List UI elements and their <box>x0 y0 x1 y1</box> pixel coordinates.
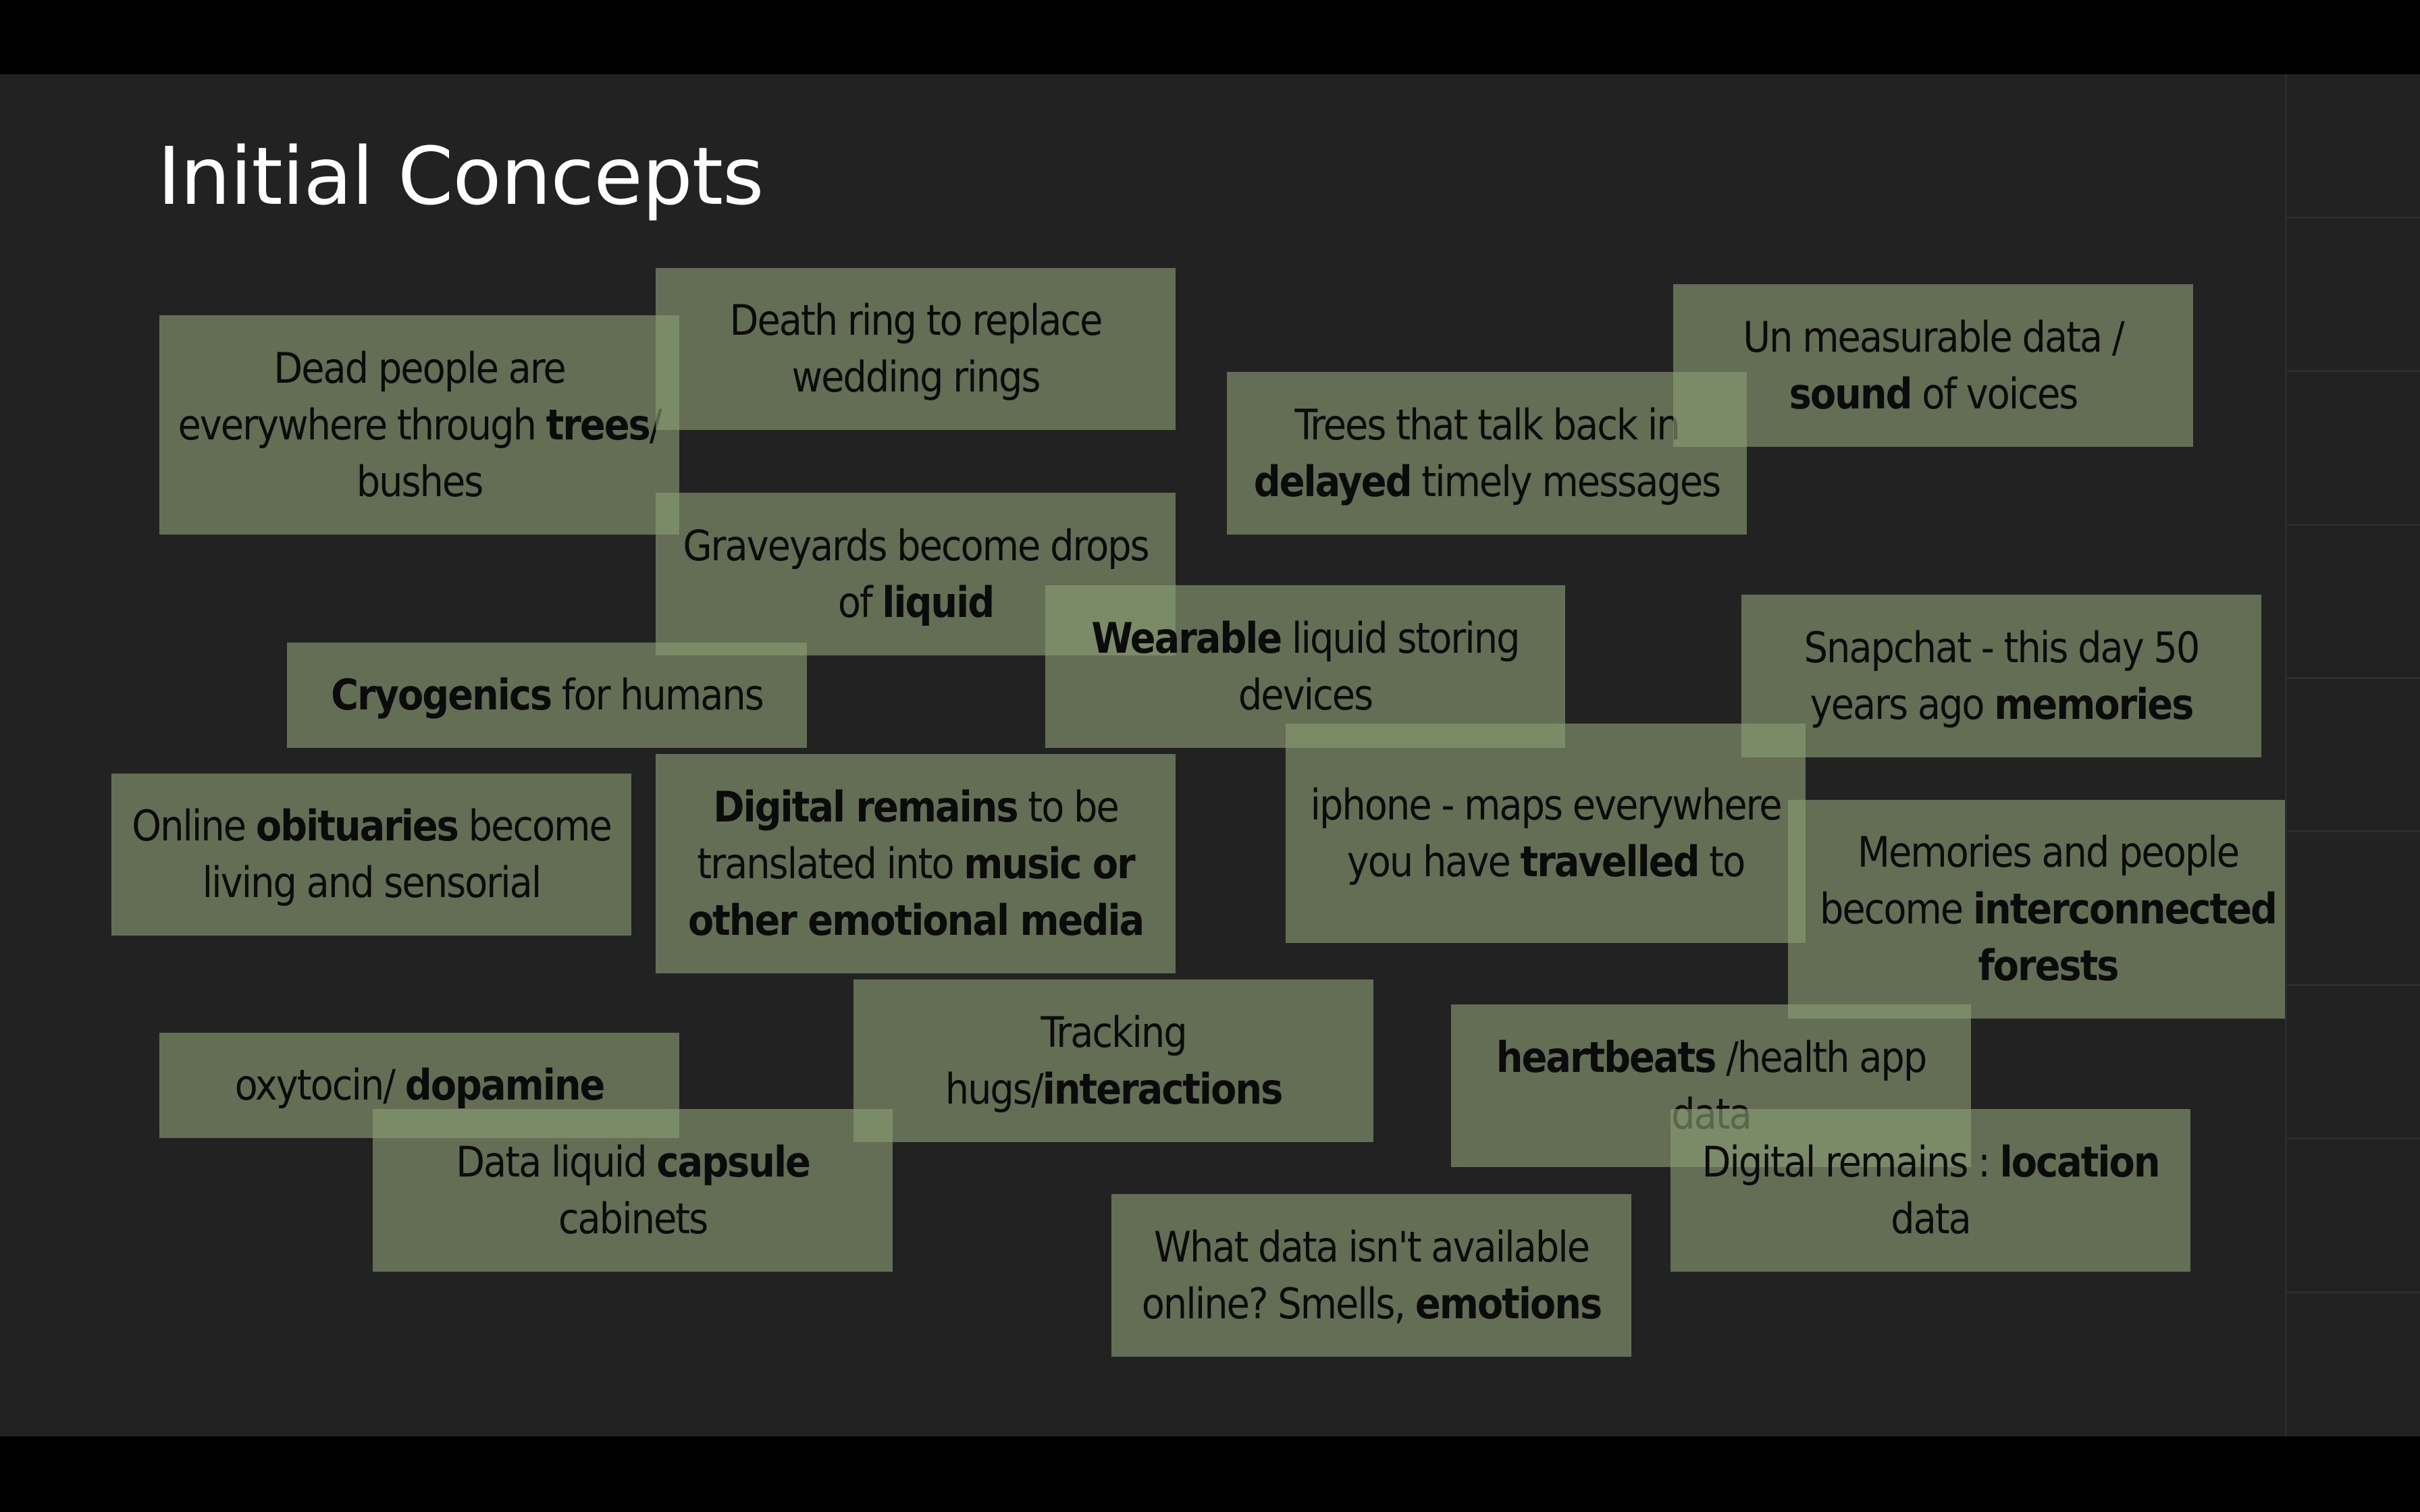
sticky-note-unmeasurable-data[interactable]: Un measurable data / sound of voices <box>1673 284 2193 447</box>
note-text-segment: location <box>1999 1137 2161 1187</box>
note-text: Trees that talk back in delayed timely m… <box>1243 397 1731 510</box>
note-text-segment: Cryogenics <box>331 670 552 720</box>
note-text-segment: Online <box>132 801 256 850</box>
slide-canvas: Initial Concepts Dead people are everywh… <box>0 74 2308 1436</box>
slide-title: Initial Concepts <box>157 130 764 223</box>
note-text-segment: iphone - maps everywhere you have <box>1310 780 1782 886</box>
note-text-segment: Graveyards become drops of <box>683 520 1149 627</box>
note-text-segment: capsule <box>656 1137 810 1187</box>
note-text-segment: oxytocin/ <box>234 1060 405 1110</box>
sticky-note-cryogenics[interactable]: Cryogenics for humans <box>287 643 807 748</box>
note-text: Digital remains to be translated into mu… <box>672 779 1159 949</box>
note-text-segment: liquid <box>882 577 995 627</box>
note-text-segment: Un measurable data / <box>1743 312 2124 362</box>
thumbnail-divider <box>2287 984 2420 986</box>
thumbnail-strip <box>2285 74 2420 1436</box>
note-text: Data liquid capsule cabinets <box>389 1134 876 1247</box>
sticky-note-data-liquid-capsule[interactable]: Data liquid capsule cabinets <box>373 1109 893 1272</box>
note-text-segment: Death ring to replace wedding rings <box>729 296 1103 402</box>
sticky-note-iphone-maps[interactable]: iphone - maps everywhere you have travel… <box>1286 724 1806 943</box>
note-text-segment: to be translated into <box>697 782 1119 888</box>
note-text-segment: to <box>1698 836 1745 886</box>
sticky-note-wearable-liquid[interactable]: Wearable liquid storing devices <box>1045 585 1565 748</box>
sticky-note-digital-remains-location[interactable]: Digital remains : location data <box>1671 1109 2190 1272</box>
note-text-segment: become living and sensorial <box>202 801 612 907</box>
sticky-note-graveyards-liquid[interactable]: Graveyards become drops of liquid <box>656 493 1176 655</box>
thumbnail-divider <box>2287 217 2420 219</box>
sticky-note-digital-remains-music[interactable]: Digital remains to be translated into mu… <box>656 754 1176 973</box>
note-text-segment: timely messages <box>1411 456 1721 506</box>
note-text: Tracking hugs/interactions <box>870 1004 1357 1118</box>
note-text-segment: Tracking hugs/ <box>945 1007 1188 1114</box>
sticky-note-death-ring[interactable]: Death ring to replace wedding rings <box>656 268 1176 430</box>
note-text-segment: Wearable <box>1091 613 1282 663</box>
note-text: heartbeats /health app data <box>1467 1029 1955 1143</box>
note-text-segment: Trees that talk back in <box>1294 400 1681 450</box>
thumbnail-divider <box>2287 370 2420 372</box>
note-text: Death ring to replace wedding rings <box>672 292 1159 406</box>
sticky-note-dead-people-trees[interactable]: Dead people are everywhere through trees… <box>159 315 679 535</box>
note-text-segment: delayed <box>1253 456 1413 506</box>
note-text: Cryogenics for humans <box>331 667 764 724</box>
note-text-segment: Memories and people become <box>1820 828 2240 934</box>
note-text: Wearable liquid storing devices <box>1061 610 1549 724</box>
thumbnail-divider <box>2287 830 2420 832</box>
note-text-segment: cabinets <box>558 1193 708 1243</box>
note-text-segment: / bushes <box>356 400 662 506</box>
thumbnail-divider <box>2287 1291 2420 1293</box>
note-text-segment: sound <box>1789 369 1913 418</box>
sticky-note-data-not-online[interactable]: What data isn't available online? Smells… <box>1111 1194 1631 1357</box>
note-text-segment: Data liquid <box>456 1137 657 1187</box>
note-text-segment: liquid storing devices <box>1238 613 1521 720</box>
note-text: iphone - maps everywhere you have travel… <box>1302 777 1789 890</box>
note-text-segment: Digital remains : <box>1702 1137 2000 1187</box>
note-text: Snapchat - this day 50 years ago memorie… <box>1758 620 2245 733</box>
sticky-note-snapchat-memories[interactable]: Snapchat - this day 50 years ago memorie… <box>1741 595 2261 757</box>
note-text: Memories and people become interconnecte… <box>1804 824 2292 994</box>
note-text: Dead people are everywhere through trees… <box>176 340 663 510</box>
sticky-note-trees-talk-back[interactable]: Trees that talk back in delayed timely m… <box>1227 372 1747 535</box>
thumbnail-divider <box>2287 1137 2420 1139</box>
note-text-segment: trees <box>546 400 651 450</box>
note-text-segment: obituaries <box>255 801 459 850</box>
thumbnail-divider <box>2287 677 2420 679</box>
note-text-segment: heartbeats <box>1496 1032 1717 1082</box>
note-text: Digital remains : location data <box>1687 1134 2174 1247</box>
letterbox-bottom <box>0 1436 2420 1512</box>
note-text-segment: Snapchat - this day 50 years ago <box>1804 622 2201 729</box>
letterbox-top <box>0 0 2420 74</box>
sticky-note-tracking-hugs[interactable]: Tracking hugs/interactions <box>853 979 1373 1142</box>
thumbnail-divider <box>2287 524 2420 526</box>
note-text-segment: for humans <box>551 670 764 720</box>
note-text-segment: Digital remains <box>713 782 1018 832</box>
note-text: Online obituaries become living and sens… <box>128 798 615 911</box>
sticky-note-interconnected-forests[interactable]: Memories and people become interconnecte… <box>1788 800 2308 1019</box>
note-text: Graveyards become drops of liquid <box>672 518 1159 631</box>
note-text-segment: Dead people are everywhere through <box>178 343 566 450</box>
note-text-segment: What data isn't available online? Smells… <box>1141 1222 1590 1328</box>
sticky-note-online-obituaries[interactable]: Online obituaries become living and sens… <box>111 774 631 936</box>
note-text-segment: interconnected forests <box>1972 884 2278 990</box>
note-text-segment: of voices <box>1911 369 2078 418</box>
note-text-segment: emotions <box>1415 1278 1602 1328</box>
note-text-segment: interactions <box>1042 1064 1284 1114</box>
note-text-segment: dopamine <box>404 1060 606 1110</box>
note-text: Un measurable data / sound of voices <box>1689 309 2177 423</box>
note-text: What data isn't available online? Smells… <box>1128 1219 1615 1332</box>
note-text-segment: travelled <box>1520 836 1700 886</box>
note-text: oxytocin/ dopamine <box>234 1057 606 1114</box>
note-text-segment: music or other emotional media <box>687 838 1145 945</box>
note-text-segment: data <box>1891 1193 1972 1243</box>
note-text-segment: memories <box>1994 679 2194 729</box>
